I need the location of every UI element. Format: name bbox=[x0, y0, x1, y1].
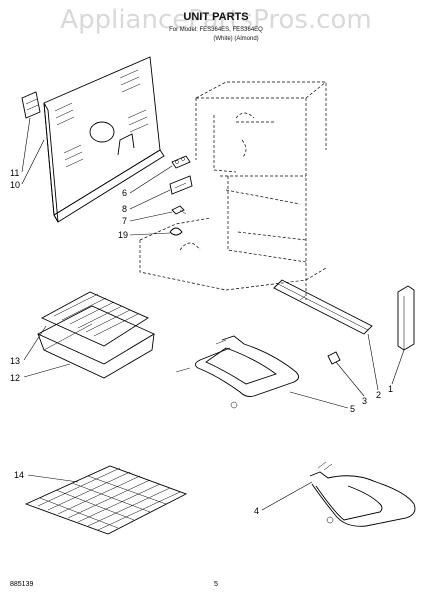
callout-7: 7 bbox=[122, 216, 127, 226]
callout-11: 11 bbox=[10, 168, 19, 178]
terminal-block bbox=[171, 155, 191, 169]
range-body-outline bbox=[139, 81, 327, 300]
callout-13: 13 bbox=[10, 356, 20, 366]
callout-5: 5 bbox=[350, 404, 355, 414]
broiler-grid bbox=[40, 291, 149, 347]
element-bracket bbox=[327, 351, 341, 365]
callout-1: 1 bbox=[388, 384, 393, 394]
watermark-text: AppliancePartsPros.com bbox=[60, 5, 371, 35]
color-variants: (White) (Almond) bbox=[213, 36, 258, 42]
callout-4: 4 bbox=[254, 506, 259, 516]
bake-element bbox=[175, 335, 299, 409]
wire-clip bbox=[169, 227, 183, 236]
screw bbox=[171, 205, 187, 215]
model-subtitle: For Model: FES364ES, FES364EQ bbox=[169, 27, 263, 33]
callout-14: 14 bbox=[14, 470, 24, 480]
broiler-pan bbox=[36, 305, 155, 379]
page-title: UNIT PARTS bbox=[183, 11, 248, 23]
oven-rack bbox=[24, 465, 188, 535]
mounting-plate bbox=[169, 175, 193, 195]
callout-6: 6 bbox=[122, 188, 127, 198]
callout-12: 12 bbox=[10, 373, 20, 383]
end-cap bbox=[397, 285, 415, 351]
part-code: 885139 bbox=[10, 581, 33, 588]
callout-3: 3 bbox=[362, 396, 367, 406]
callout-19: 19 bbox=[118, 230, 128, 240]
broil-element bbox=[309, 461, 416, 527]
callout-8: 8 bbox=[122, 204, 127, 214]
bottom-trim-rail bbox=[273, 279, 373, 335]
callout-2: 2 bbox=[376, 390, 381, 400]
oven-back-panel bbox=[43, 56, 165, 223]
page-number: 5 bbox=[214, 581, 218, 588]
terminal-block-bracket bbox=[21, 91, 41, 119]
callout-10: 10 bbox=[10, 180, 20, 190]
